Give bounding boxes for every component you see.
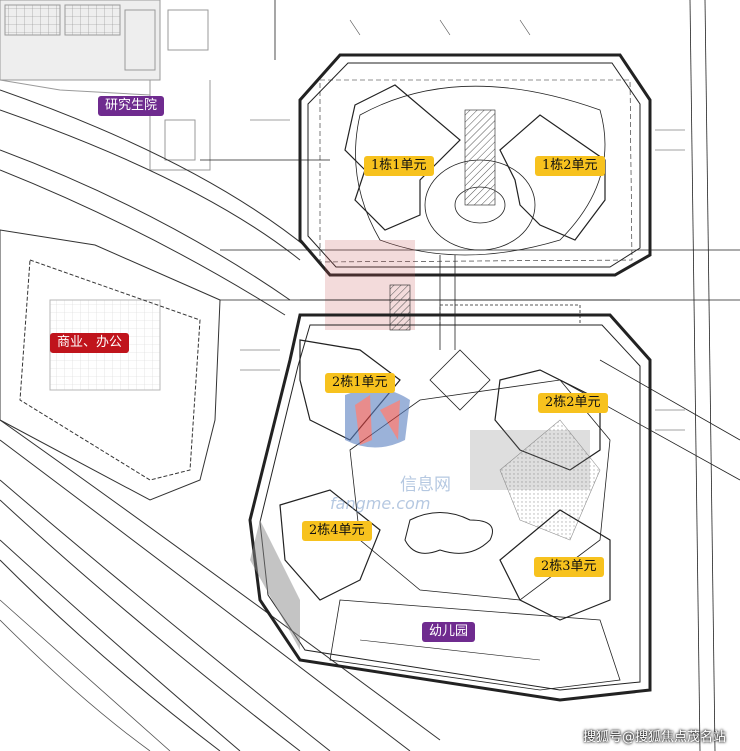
label-research-institute: 研究生院 bbox=[98, 96, 165, 116]
label-building2-unit4: 2栋4单元 bbox=[302, 521, 372, 541]
watermark-logo bbox=[345, 388, 410, 448]
south-plot bbox=[248, 313, 652, 702]
watermark-cn: 信息网 bbox=[400, 475, 451, 495]
watermark-url: fangme.com bbox=[330, 494, 431, 513]
label-building2-unit1: 2栋1单元 bbox=[325, 373, 395, 393]
label-commercial-office: 商业、办公 bbox=[50, 333, 130, 353]
label-kindergarten: 幼儿园 bbox=[422, 622, 476, 642]
railway bbox=[0, 599, 171, 751]
annotation-ticks bbox=[240, 19, 685, 431]
label-building1-unit1: 1栋1单元 bbox=[364, 156, 434, 176]
commercial-block bbox=[0, 229, 221, 501]
label-building2-unit2: 2栋2单元 bbox=[538, 393, 608, 413]
north-plot bbox=[298, 53, 652, 277]
central-area bbox=[300, 240, 630, 350]
research-building bbox=[0, 0, 211, 171]
label-building2-unit3: 2栋3单元 bbox=[534, 557, 604, 577]
footer-credit: 搜狐号@搜狐焦点茂名站 bbox=[582, 730, 726, 745]
roads bbox=[0, 89, 441, 751]
label-building1-unit2: 1栋2单元 bbox=[535, 156, 605, 176]
